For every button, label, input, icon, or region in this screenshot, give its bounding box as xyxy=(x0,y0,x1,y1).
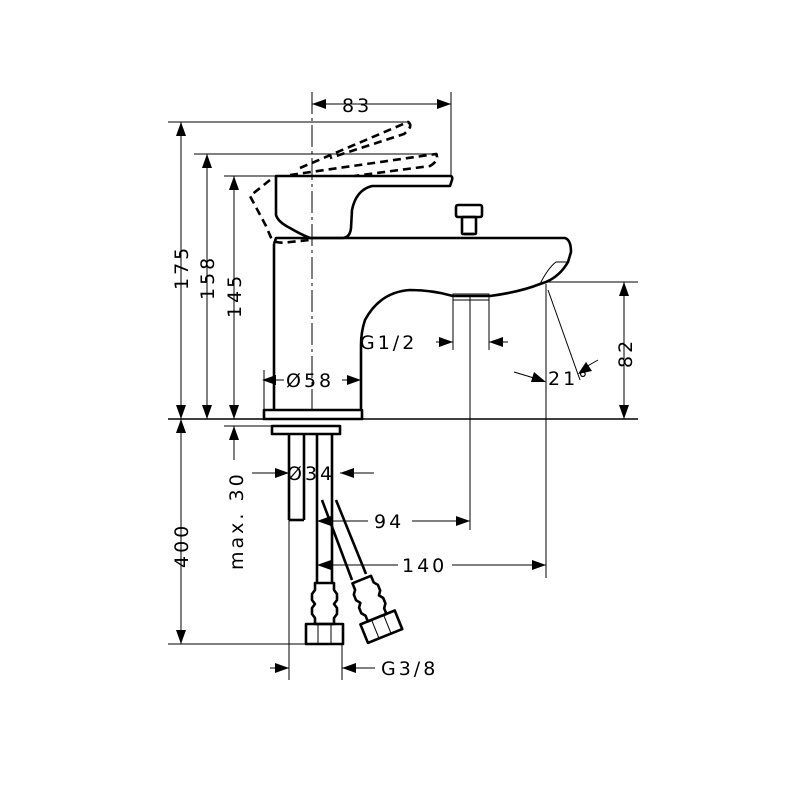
dim-angle: 21° xyxy=(548,368,591,390)
dim-83: 83 xyxy=(342,95,372,117)
dimension-lines xyxy=(176,99,629,673)
dim-g38: G3/8 xyxy=(381,658,438,680)
dim-diameter-34: Ø34 xyxy=(287,463,335,485)
dim-145: 145 xyxy=(224,273,246,318)
lever-closed xyxy=(274,174,454,240)
dim-140: 140 xyxy=(402,555,447,577)
dim-158: 158 xyxy=(197,255,219,300)
dim-82: 82 xyxy=(615,338,637,368)
dim-400: 400 xyxy=(171,523,193,568)
hoses xyxy=(304,499,404,646)
dim-g12: G1/2 xyxy=(360,332,417,354)
extension-lines xyxy=(168,92,638,680)
dim-max-30: max. 30 xyxy=(226,471,248,570)
dim-175: 175 xyxy=(171,245,193,290)
lever-open-dashed xyxy=(248,120,439,244)
dim-94: 94 xyxy=(374,511,404,533)
dim-diameter-58: Ø58 xyxy=(286,370,334,392)
shank xyxy=(270,424,342,522)
